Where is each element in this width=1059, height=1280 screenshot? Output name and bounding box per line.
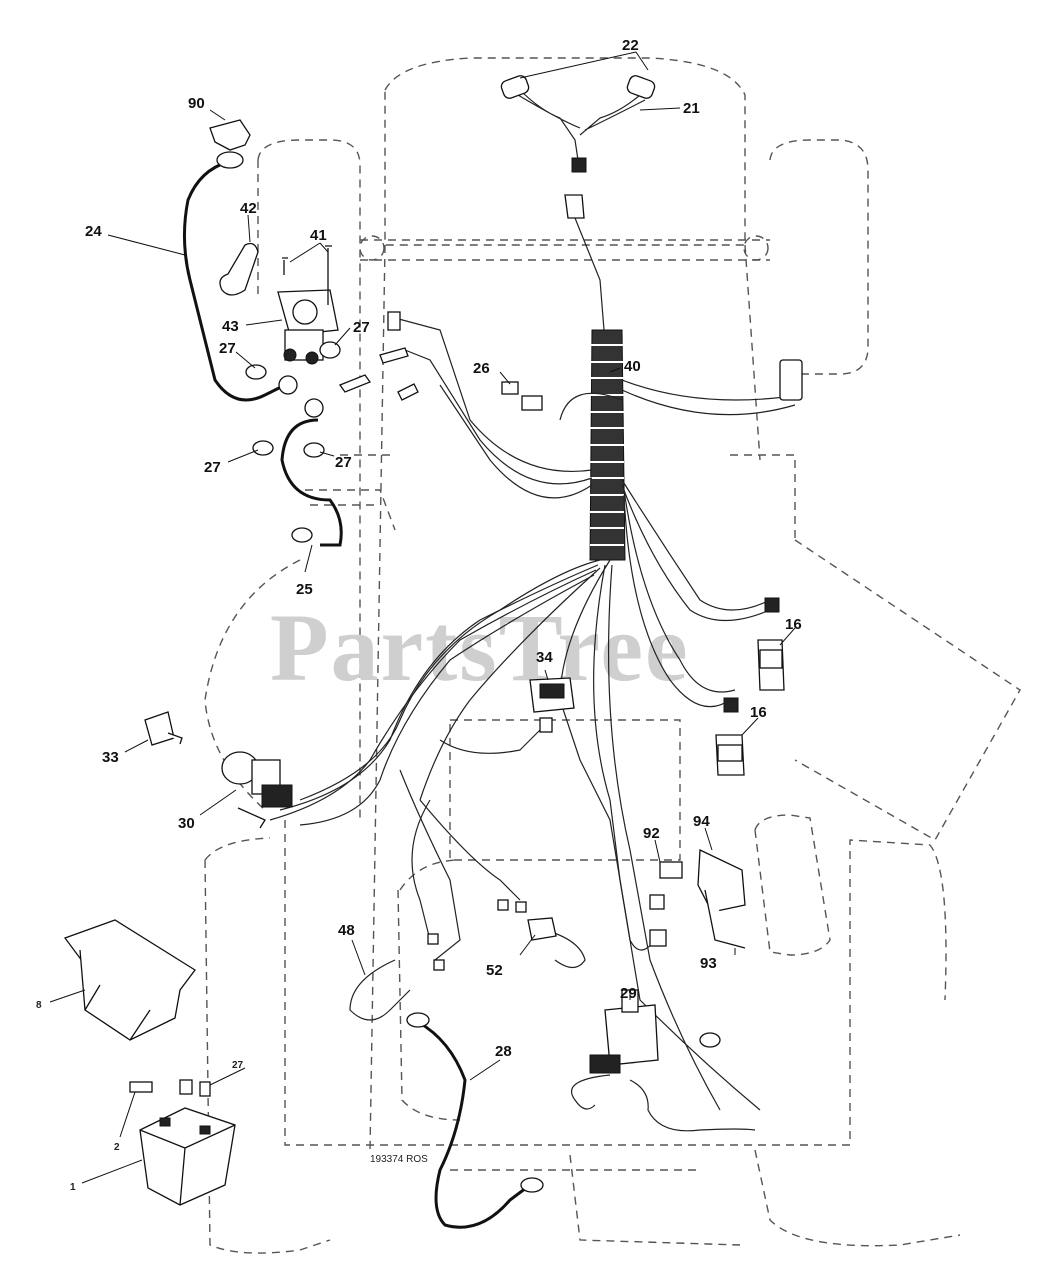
callout-93: 93 [700, 955, 717, 972]
switch-16 [715, 639, 785, 776]
callout-16-b: 16 [750, 704, 767, 721]
switch-94 [659, 848, 746, 949]
callout-27-e: 27 [232, 1060, 244, 1071]
callout-42: 42 [240, 200, 257, 217]
callout-27-c: 27 [204, 459, 221, 476]
callout-27-d: 27 [335, 454, 352, 471]
battery-cable-28 [417, 1020, 531, 1229]
ignition-switch-30 [221, 751, 293, 829]
callout-1: 1 [70, 1182, 76, 1193]
connector-29 [570, 989, 756, 1132]
callout-94: 94 [693, 813, 710, 830]
key-33 [144, 711, 183, 746]
watermark: PartsTree [270, 594, 690, 701]
callout-34: 34 [536, 649, 553, 666]
callout-90: 90 [188, 95, 205, 112]
battery-box-8 [63, 919, 196, 1041]
battery-cable-24 [182, 160, 286, 402]
callout-29: 29 [620, 985, 637, 1002]
callout-8: 8 [36, 1000, 42, 1011]
tractor-outline [204, 57, 1021, 1254]
callout-48: 48 [338, 922, 355, 939]
callout-25: 25 [296, 581, 313, 598]
callout-21: 21 [683, 100, 700, 117]
switch-34 [529, 677, 575, 713]
callout-92: 92 [643, 825, 660, 842]
callout-28: 28 [495, 1043, 512, 1060]
callout-41: 41 [310, 227, 327, 244]
solenoid-assembly [219, 242, 372, 458]
headlight-harness [500, 75, 656, 331]
connector-90 [209, 119, 251, 151]
ring-terminals [216, 151, 721, 1193]
harness-wires [269, 317, 801, 1111]
harness-wrap [589, 329, 626, 561]
connector-52 [527, 917, 557, 941]
callout-52: 52 [486, 962, 503, 979]
ground-cable-25 [280, 418, 343, 547]
leader-lines [49, 51, 796, 1184]
harness-connectors [379, 311, 803, 971]
callout-27-b: 27 [219, 340, 236, 357]
callout-2: 2 [114, 1142, 120, 1153]
callouts: 22 21 90 24 42 41 43 27 27 27 27 25 26 4… [36, 37, 802, 1193]
callout-40: 40 [624, 358, 641, 375]
battery-1 [129, 1079, 236, 1206]
callout-33: 33 [102, 749, 119, 766]
callout-24: 24 [85, 223, 102, 240]
drawing-number: 193374 ROS [370, 1154, 428, 1165]
callout-26: 26 [473, 360, 490, 377]
callout-27-a: 27 [353, 319, 370, 336]
callout-16-a: 16 [785, 616, 802, 633]
callout-43: 43 [222, 318, 239, 335]
callout-22: 22 [622, 37, 639, 54]
callout-30: 30 [178, 815, 195, 832]
